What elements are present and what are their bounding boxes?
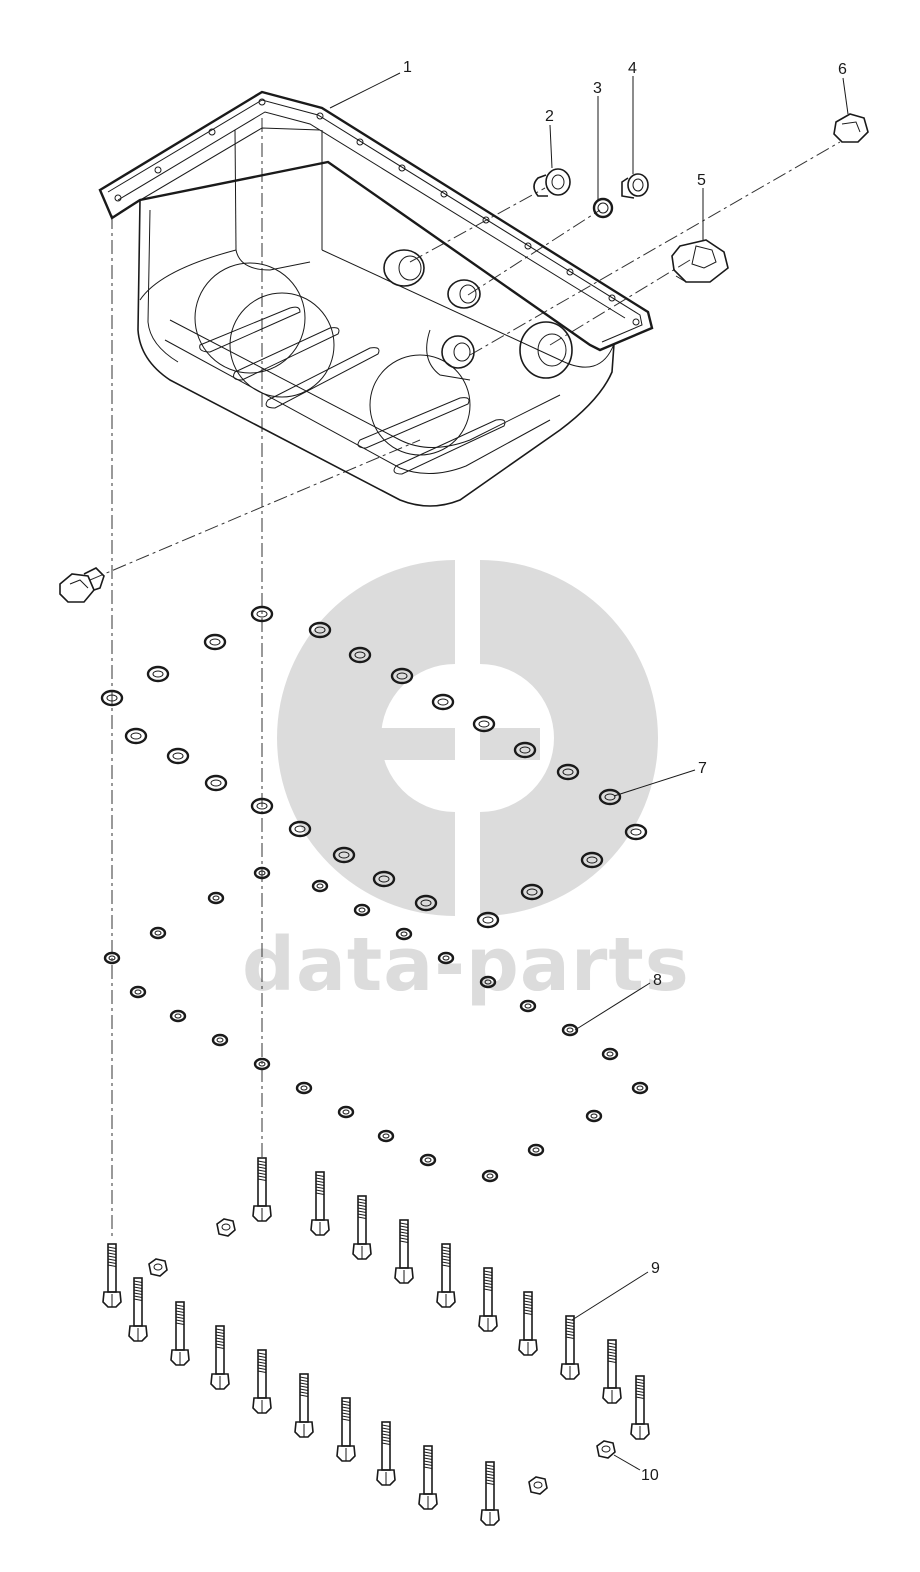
washer-part-8 — [527, 1143, 545, 1157]
washer-part-8 — [295, 1081, 313, 1095]
bolt-part-9 — [480, 1461, 500, 1526]
washer-part-8 — [601, 1047, 619, 1061]
washer-part-7 — [414, 894, 438, 912]
bolt-group-part-9 — [102, 1157, 650, 1526]
washer-part-8 — [377, 1129, 395, 1143]
washer-part-7 — [598, 788, 622, 806]
bolt-part-9 — [170, 1301, 190, 1366]
bolt-part-9 — [102, 1243, 122, 1308]
callout-5: 5 — [697, 172, 706, 189]
callout-labels: 1 2 3 4 5 6 7 8 9 10 — [403, 59, 847, 1484]
washer-part-7 — [124, 727, 148, 745]
nut-part-10 — [596, 1440, 616, 1459]
washer-part-8 — [129, 985, 147, 999]
washer-part-8 — [353, 903, 371, 917]
washer-part-8 — [311, 879, 329, 893]
bolt-part-9 — [376, 1421, 396, 1486]
nut-group-part-10 — [148, 1218, 616, 1495]
nut-part-10 — [528, 1476, 548, 1495]
washer-part-7 — [203, 633, 227, 651]
leader-lines — [329, 72, 849, 1471]
bolt-part-9 — [518, 1291, 538, 1356]
callout-4: 4 — [628, 60, 637, 77]
washer-part-8 — [631, 1081, 649, 1095]
callout-2: 2 — [545, 108, 554, 125]
washer-part-7 — [166, 747, 190, 765]
nut-part-10 — [216, 1218, 236, 1237]
callout-9: 9 — [651, 1260, 660, 1277]
washer-group-part-8 — [103, 866, 649, 1183]
washer-part-7 — [308, 621, 332, 639]
callout-3: 3 — [593, 80, 602, 97]
bolt-part-9 — [560, 1315, 580, 1380]
washer-part-7 — [204, 774, 228, 792]
washer-part-7 — [476, 911, 500, 929]
hex-plug-part-5 — [671, 239, 729, 283]
bolt-part-9 — [352, 1195, 372, 1260]
washer-part-8 — [561, 1023, 579, 1037]
watermark-text: data-parts — [242, 922, 690, 1008]
washer-part-7 — [348, 646, 372, 664]
washer-part-8 — [149, 926, 167, 940]
washer-part-7 — [250, 797, 274, 815]
washer-part-8 — [207, 891, 225, 905]
washer-part-7 — [513, 741, 537, 759]
washer-part-7 — [624, 823, 648, 841]
washer-part-7 — [472, 715, 496, 733]
bolt-part-9 — [336, 1397, 356, 1462]
sealing-ring-part-3 — [592, 197, 614, 219]
bolt-part-9 — [294, 1373, 314, 1438]
washer-group-part-7 — [100, 605, 648, 929]
bolt-part-9 — [478, 1267, 498, 1332]
bolt-part-9 — [436, 1243, 456, 1308]
drain-plug — [59, 567, 105, 603]
callout-7: 7 — [698, 760, 707, 777]
washer-part-8 — [585, 1109, 603, 1123]
washer-part-8 — [103, 951, 121, 965]
callout-8: 8 — [653, 972, 662, 989]
washer-part-7 — [556, 763, 580, 781]
washer-part-7 — [520, 883, 544, 901]
bolt-part-9 — [394, 1219, 414, 1284]
screw-plug-part-6 — [833, 113, 869, 143]
bolt-part-9 — [128, 1277, 148, 1342]
washer-part-8 — [253, 866, 271, 880]
washer-part-7 — [250, 605, 274, 623]
washer-part-8 — [211, 1033, 229, 1047]
washer-part-8 — [479, 975, 497, 989]
watermark-logo — [277, 560, 658, 916]
bolt-part-9 — [210, 1325, 230, 1390]
bolt-part-9 — [602, 1339, 622, 1404]
washer-part-7 — [332, 846, 356, 864]
sleeve-part-2 — [533, 168, 571, 197]
washer-part-8 — [253, 1057, 271, 1071]
washer-part-7 — [372, 870, 396, 888]
plug-part-4 — [621, 173, 649, 199]
oil-pan — [98, 90, 654, 507]
washer-part-8 — [169, 1009, 187, 1023]
callout-6: 6 — [838, 61, 847, 78]
callout-1: 1 — [403, 59, 412, 76]
washer-part-7 — [100, 689, 124, 707]
washer-part-8 — [481, 1169, 499, 1183]
washer-part-7 — [390, 667, 414, 685]
washer-part-8 — [419, 1153, 437, 1167]
callout-10: 10 — [641, 1467, 659, 1484]
washer-part-8 — [437, 951, 455, 965]
bolt-part-9 — [252, 1157, 272, 1222]
bolt-part-9 — [630, 1375, 650, 1440]
washer-part-7 — [580, 851, 604, 869]
washer-part-8 — [519, 999, 537, 1013]
alignment-lines — [89, 118, 841, 1240]
washer-part-7 — [288, 820, 312, 838]
bolt-part-9 — [418, 1445, 438, 1510]
washer-part-7 — [431, 693, 455, 711]
washer-part-8 — [337, 1105, 355, 1119]
nut-part-10 — [148, 1258, 168, 1277]
washer-part-7 — [146, 665, 170, 683]
bolt-part-9 — [310, 1171, 330, 1236]
bolt-part-9 — [252, 1349, 272, 1414]
washer-part-8 — [395, 927, 413, 941]
